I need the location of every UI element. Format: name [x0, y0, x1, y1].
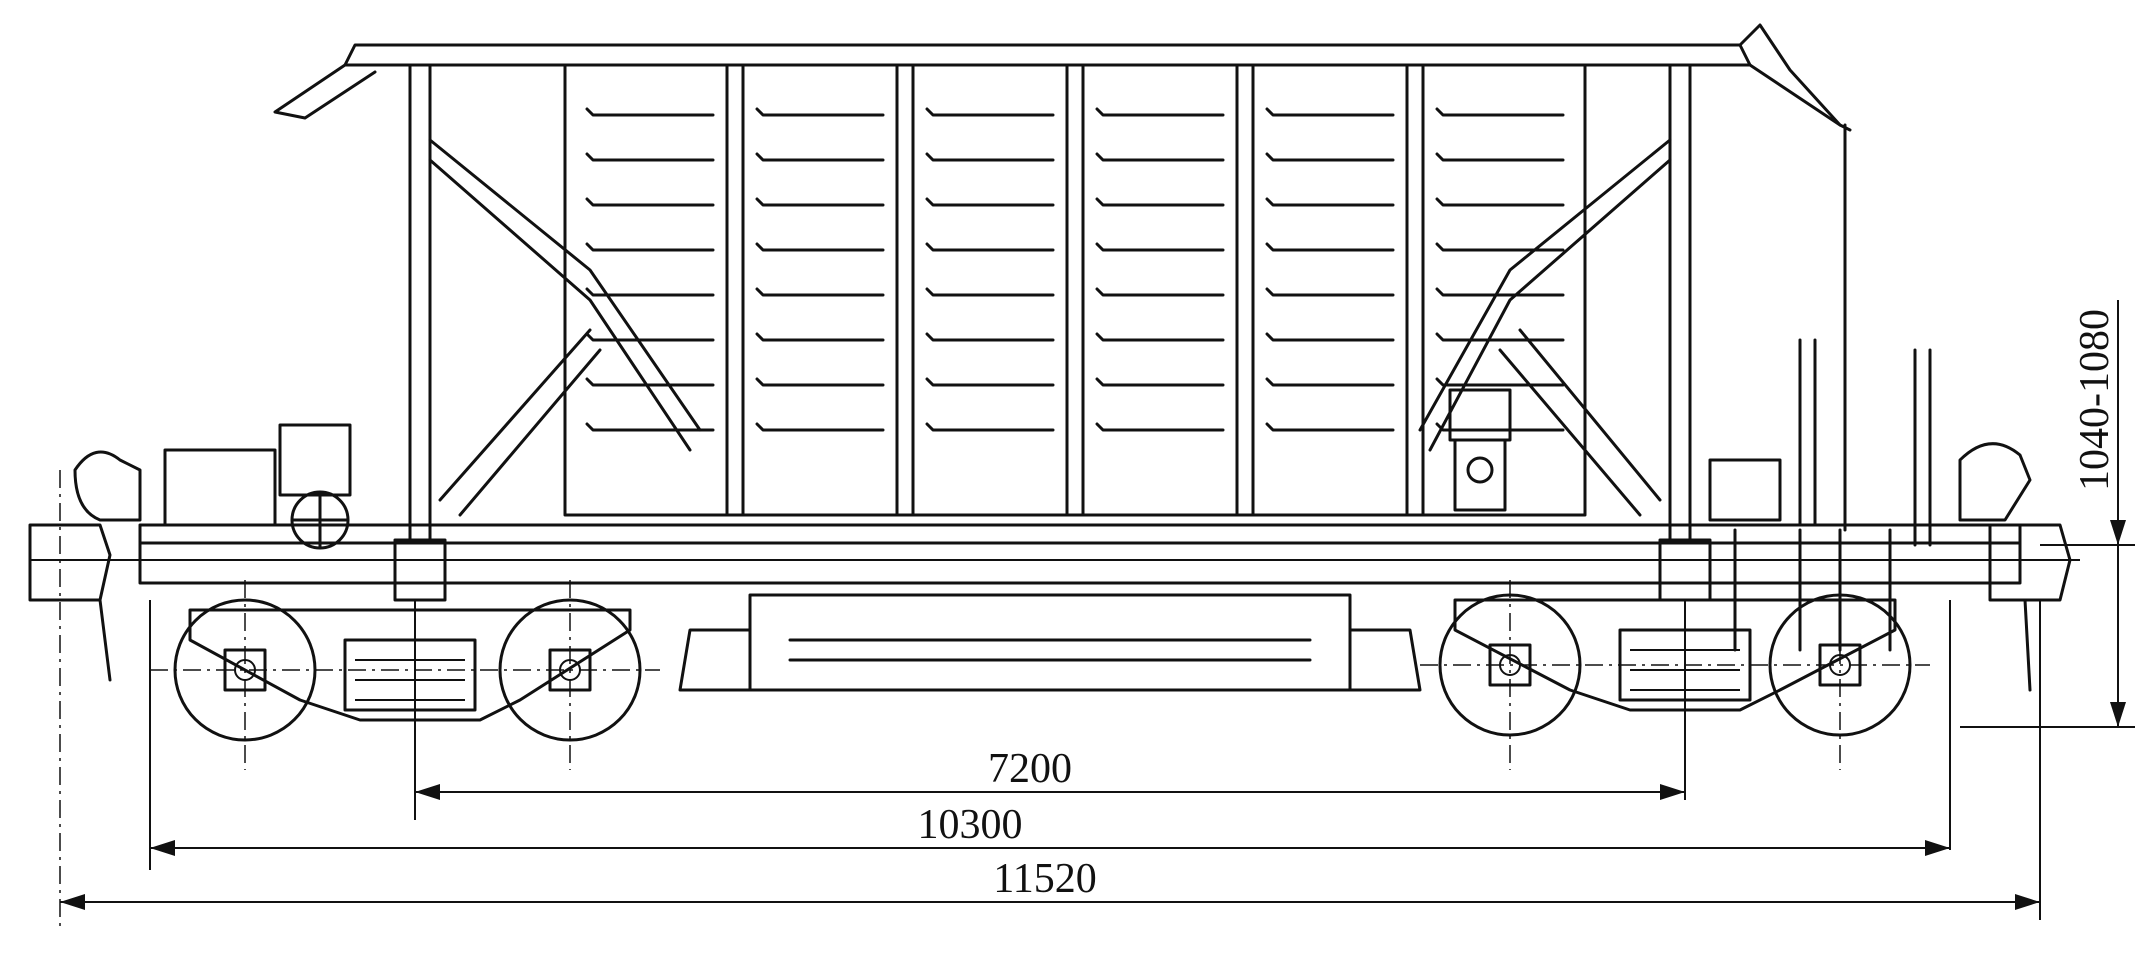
- panel-rib: [1095, 422, 1225, 432]
- panel-rib: [1435, 107, 1565, 117]
- panel-rib: [585, 152, 715, 162]
- panel-rib: [1095, 377, 1225, 387]
- dimension-label-overall-length: 11520: [993, 856, 1096, 902]
- panel-rib: [585, 377, 715, 387]
- panel-rib: [925, 377, 1055, 387]
- panel-rib: [585, 332, 715, 342]
- panel-rib: [755, 197, 885, 207]
- hopper-body: [563, 63, 1587, 517]
- panel-rib: [755, 242, 885, 252]
- panel-rib: [1095, 152, 1225, 162]
- panel-rib: [1265, 242, 1395, 252]
- panel-rib: [1265, 377, 1395, 387]
- panel-rib: [1265, 107, 1395, 117]
- panel-rib: [1095, 242, 1225, 252]
- panel-rib: [1265, 287, 1395, 297]
- dimension-7200: [415, 784, 1685, 800]
- panel-rib: [925, 242, 1055, 252]
- panel-rib: [585, 197, 715, 207]
- dimension-10300: [150, 840, 1950, 856]
- panel-rib: [925, 152, 1055, 162]
- panel-rib: [585, 242, 715, 252]
- dimension-label-bogie-centers: 7200: [988, 746, 1072, 792]
- panel-rib: [1265, 422, 1395, 432]
- center-lines: [59, 470, 1930, 930]
- right-end-equipment: [1448, 338, 2072, 692]
- panel-rib: [585, 422, 715, 432]
- dimension-11520: [60, 894, 2040, 910]
- panel-rib: [925, 107, 1055, 117]
- extension-lines: [149, 544, 2135, 920]
- panel-rib: [1095, 107, 1225, 117]
- panel-rib: [1435, 332, 1565, 342]
- panel-rib: [1265, 332, 1395, 342]
- panel-rib: [925, 422, 1055, 432]
- panel-rib: [1095, 287, 1225, 297]
- panel-rib: [755, 377, 885, 387]
- underframe: [30, 523, 2080, 692]
- panel-rib: [1435, 422, 1565, 432]
- dimension-height: [2110, 300, 2126, 727]
- panel-rib: [1265, 152, 1395, 162]
- dimension-label-coupler-height: 1040-1080: [2072, 309, 2118, 491]
- end-posts: [408, 63, 1847, 542]
- panel-rib: [585, 287, 715, 297]
- panel-rib: [1435, 242, 1565, 252]
- panel-rib: [925, 287, 1055, 297]
- end-bracing: [428, 138, 1672, 517]
- panel-rib: [755, 152, 885, 162]
- panel-rib: [1095, 332, 1225, 342]
- panel-rib: [755, 332, 885, 342]
- panel-rib: [755, 422, 885, 432]
- panel-rib: [755, 107, 885, 117]
- dimension-label-coupling-axis: 10300: [918, 802, 1023, 848]
- panel-rib: [1265, 197, 1395, 207]
- panel-rib: [585, 107, 715, 117]
- left-end-equipment: [28, 423, 352, 682]
- panel-rib: [1095, 197, 1225, 207]
- panel-rib: [1435, 152, 1565, 162]
- panel-rib: [1435, 287, 1565, 297]
- roof: [273, 23, 1852, 132]
- panel-rib: [925, 332, 1055, 342]
- panel-rib: [1435, 197, 1565, 207]
- panel-rib: [1435, 377, 1565, 387]
- panel-rib: [925, 197, 1055, 207]
- panel-rib: [755, 287, 885, 297]
